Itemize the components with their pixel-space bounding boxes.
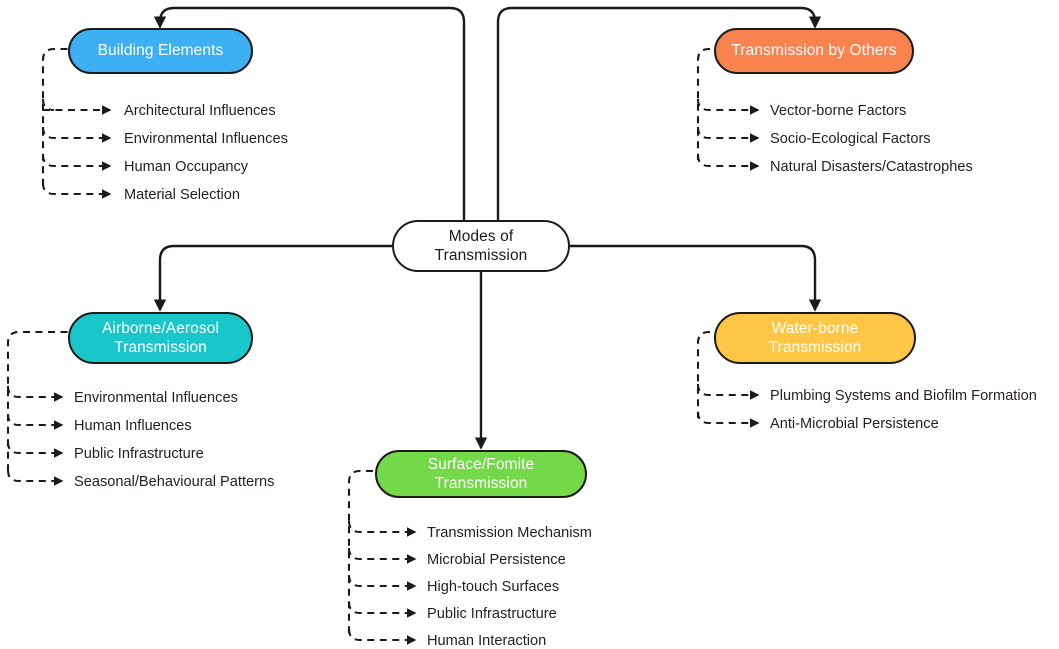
leaf-transmission-by-others-3: Natural Disasters/Catastrophes <box>770 159 973 175</box>
leaf-surface-fomite-5: Human Interaction <box>427 633 547 649</box>
node-building-elements[interactable]: Building Elements <box>68 28 253 74</box>
leaf-airborne-3: Public Infrastructure <box>74 446 204 462</box>
leaf-transmission-by-others-1: Vector-borne Factors <box>770 103 907 119</box>
leaf-airborne-1: Environmental Influences <box>74 390 238 406</box>
leaf-surface-fomite-3: High-touch Surfaces <box>427 579 560 595</box>
node-water-borne-transmission[interactable]: Water-borne Transmission <box>714 312 916 364</box>
dashed-bracket-airborne <box>6 330 80 486</box>
node-modes-of-transmission[interactable]: Modes of Transmission <box>392 220 570 272</box>
leaf-building-elements-1: Architectural Influences <box>124 103 276 119</box>
leaf-surface-fomite-4: Public Infrastructure <box>427 606 557 622</box>
center-label-line1: Modes of <box>448 227 514 245</box>
node-label-water-borne-line2: Transmission <box>768 339 862 356</box>
connector-center-to-water-borne <box>570 244 822 312</box>
leaf-surface-fomite-2: Microbial Persistence <box>427 552 566 568</box>
leaf-water-borne-1: Plumbing Systems and Biofilm Formation <box>770 388 1037 404</box>
leaf-building-elements-4: Material Selection <box>124 187 240 203</box>
node-airborne-aerosol-transmission[interactable]: Airborne/Aerosol Transmission <box>68 312 253 364</box>
leaf-transmission-by-others-2: Socio-Ecological Factors <box>770 131 931 147</box>
leaf-building-elements-3: Human Occupancy <box>124 159 249 175</box>
leaf-water-borne-2: Anti-Microbial Persistence <box>770 416 939 432</box>
connector-center-to-airborne <box>153 244 392 312</box>
node-label-surface-fomite-line1: Surface/Fomite <box>427 455 535 473</box>
node-surface-fomite-transmission[interactable]: Surface/Fomite Transmission <box>375 450 587 498</box>
node-label-building-elements: Building Elements <box>97 42 224 60</box>
leaf-airborne-2: Human Influences <box>74 418 192 434</box>
node-label-center: Modes of Transmission <box>435 227 528 266</box>
node-label-water-borne-line1: Water-borne <box>771 319 859 337</box>
node-transmission-by-others[interactable]: Transmission by Others <box>714 28 914 74</box>
leaf-airborne-4: Seasonal/Behavioural Patterns <box>74 474 275 490</box>
center-label-line2: Transmission <box>434 247 528 264</box>
leaf-surface-fomite-1: Transmission Mechanism <box>427 525 592 541</box>
node-label-airborne-line1: Airborne/Aerosol <box>101 319 220 337</box>
node-label-surface-fomite-line2: Transmission <box>434 475 528 492</box>
node-label-airborne-line2: Transmission <box>114 339 207 356</box>
leaf-building-elements-2: Environmental Influences <box>124 131 288 147</box>
node-label-transmission-by-others: Transmission by Others <box>731 42 897 60</box>
